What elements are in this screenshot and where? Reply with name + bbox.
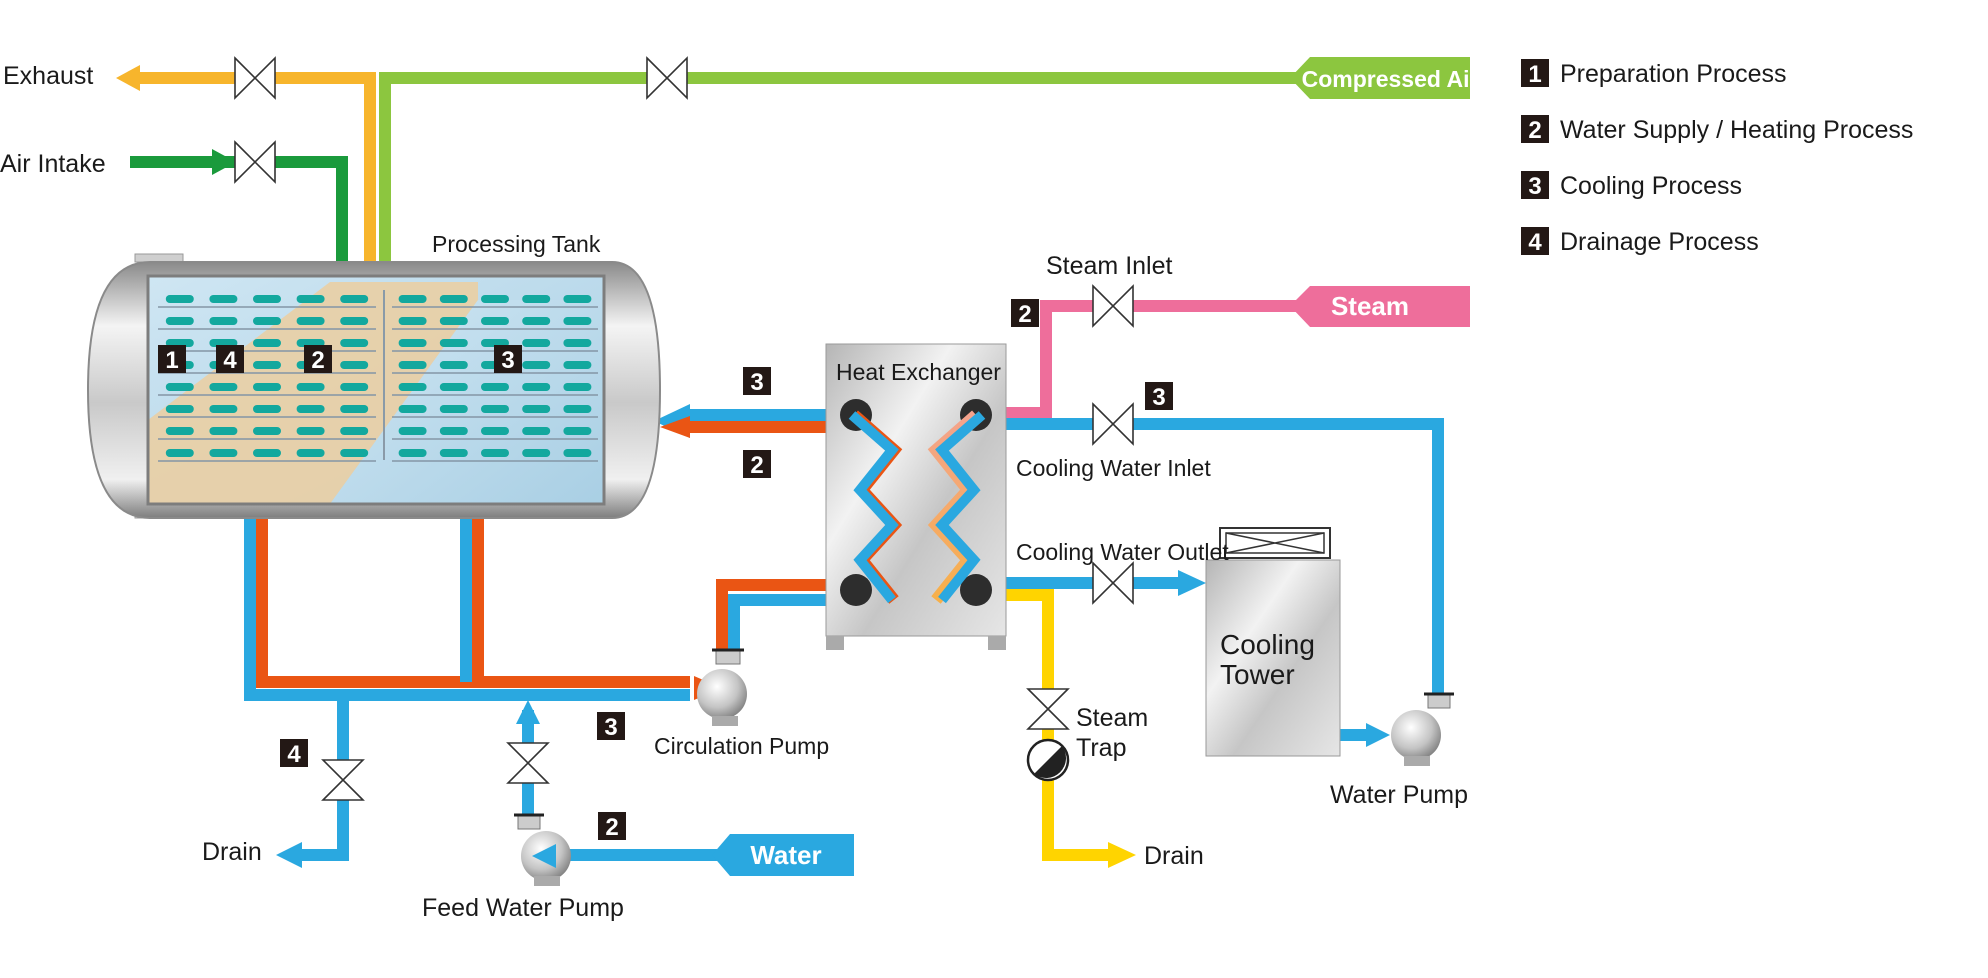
steam-trap-label-line1: Steam (1076, 704, 1148, 732)
labels: Exhaust Air Intake Processing Tank Steam… (0, 62, 1468, 922)
drain-left-pipe (300, 700, 349, 861)
badge-hx-return-3: 3 (743, 367, 771, 396)
drain-valve-icon (321, 759, 365, 801)
pump-to-hx-blue-pipe (728, 594, 850, 655)
svg-text:3: 3 (1528, 173, 1541, 200)
tank-blue-outlet-pipe (244, 518, 690, 701)
svg-text:Cooling Process: Cooling Process (1560, 172, 1742, 200)
cooling-water-inlet-label: Cooling Water Inlet (1016, 455, 1211, 481)
compressed-air-tag-label: Compressed Air (1302, 66, 1479, 92)
svg-text:4: 4 (287, 741, 301, 768)
cooling-tower (1205, 527, 1341, 757)
svg-text:3: 3 (604, 714, 617, 741)
svg-text:1: 1 (165, 347, 178, 374)
drain-right-arrow-icon (1108, 842, 1136, 868)
water-tag-label: Water (750, 840, 821, 870)
badge-drain-4: 4 (280, 739, 308, 768)
steam-inlet-label: Steam Inlet (1046, 252, 1173, 280)
badge-tank-1: 1 (158, 345, 186, 374)
badge-cooling-inlet-3: 3 (1145, 382, 1173, 411)
cooling-water-inlet-valve-icon (1092, 402, 1134, 446)
svg-text:4: 4 (1528, 229, 1542, 256)
compressed-air-pipe (379, 72, 1310, 262)
badge-tank-4: 4 (216, 345, 244, 374)
process-badges: 1 4 2 3 3 2 2 3 3 4 2 (158, 299, 1173, 841)
exhaust-arrow-icon (116, 65, 140, 91)
legend-item-water-supply-heating: 2 Water Supply / Heating Process (1521, 115, 1913, 144)
svg-text:3: 3 (501, 347, 514, 374)
cooling-tower-label-line2: Tower (1220, 659, 1295, 690)
cooling-water-outlet-valve-icon (1092, 561, 1134, 605)
exhaust-valve-icon (234, 56, 276, 100)
circulation-pump-label: Circulation Pump (654, 733, 829, 759)
steam-trap-label-line2: Trap (1076, 734, 1126, 762)
return-arrow-orange-icon (660, 416, 690, 438)
svg-text:2: 2 (311, 347, 324, 374)
badge-feed-2: 2 (598, 812, 626, 841)
steam-trap-icon (1026, 738, 1070, 782)
air-intake-pipe (130, 156, 348, 262)
processing-tank-label: Processing Tank (432, 231, 601, 257)
svg-text:2: 2 (1018, 301, 1031, 328)
svg-text:1: 1 (1528, 61, 1541, 88)
steam-tag: Steam (1290, 286, 1470, 327)
badge-hx-return-2: 2 (743, 450, 771, 479)
process-legend: 1 Preparation Process 2 Water Supply / H… (1521, 59, 1913, 256)
air-intake-arrow-icon (212, 149, 236, 175)
svg-text:4: 4 (223, 347, 237, 374)
air-intake-label: Air Intake (0, 150, 106, 178)
heat-exchanger-label: Heat Exchanger (836, 359, 1001, 385)
steam-trap-valve-icon (1026, 688, 1070, 730)
steam-inlet-valve-icon (1092, 284, 1134, 328)
cooling-tower-label-line1: Cooling (1220, 629, 1315, 660)
legend-item-preparation: 1 Preparation Process (1521, 59, 1787, 88)
badge-tank-2: 2 (304, 345, 332, 374)
svg-text:Drainage Process: Drainage Process (1560, 228, 1759, 256)
svg-text:3: 3 (750, 369, 763, 396)
cooling-water-outlet-label: Cooling Water Outlet (1016, 539, 1229, 565)
cooling-tower-fan-icon (1225, 532, 1325, 554)
legend-item-drainage: 4 Drainage Process (1521, 227, 1759, 256)
badge-tank-3: 3 (494, 345, 522, 374)
svg-text:Preparation Process: Preparation Process (1560, 60, 1787, 88)
air-intake-valve-icon (234, 140, 276, 184)
exhaust-pipe (140, 72, 376, 262)
cooling-outlet-arrow-icon (1178, 570, 1206, 596)
svg-text:Water Supply / Heating Process: Water Supply / Heating Process (1560, 116, 1913, 144)
feed-water-valve-icon (506, 742, 550, 784)
heat-exchanger (825, 343, 1007, 650)
steam-pipe (990, 300, 1310, 419)
cooling-water-inlet-pipe (990, 418, 1444, 695)
water-pump-label: Water Pump (1330, 781, 1468, 809)
drain-left-arrow-icon (276, 842, 302, 868)
feed-up-arrow-icon (516, 700, 540, 724)
circulation-pump-icon (697, 648, 747, 726)
drain-right-label: Drain (1144, 842, 1204, 870)
compressed-air-valve-icon (646, 56, 688, 100)
exhaust-label: Exhaust (3, 62, 93, 90)
svg-text:2: 2 (605, 814, 618, 841)
tank-orange-outlet-pipe (256, 518, 690, 688)
legend-item-cooling: 3 Cooling Process (1521, 171, 1742, 200)
svg-text:2: 2 (1528, 117, 1541, 144)
valves (234, 56, 1134, 801)
water-pump-icon (1391, 692, 1454, 766)
steam-tag-label: Steam (1331, 291, 1409, 321)
rack-shelves (158, 295, 598, 462)
water-tag: Water (712, 834, 854, 876)
processing-tank (86, 253, 662, 519)
badge-steam-2: 2 (1011, 299, 1039, 328)
badge-main-line-3: 3 (597, 712, 625, 741)
feed-water-pump-label: Feed Water Pump (422, 894, 624, 922)
compressed-air-tag: Compressed Air (1290, 57, 1478, 99)
svg-text:3: 3 (1152, 384, 1165, 411)
tower-pump-arrow-icon (1366, 723, 1390, 747)
feed-water-pump-icon (514, 813, 571, 886)
svg-text:2: 2 (750, 452, 763, 479)
drain-left-label: Drain (202, 838, 262, 866)
pump-to-hx-orange-pipe (716, 579, 850, 655)
